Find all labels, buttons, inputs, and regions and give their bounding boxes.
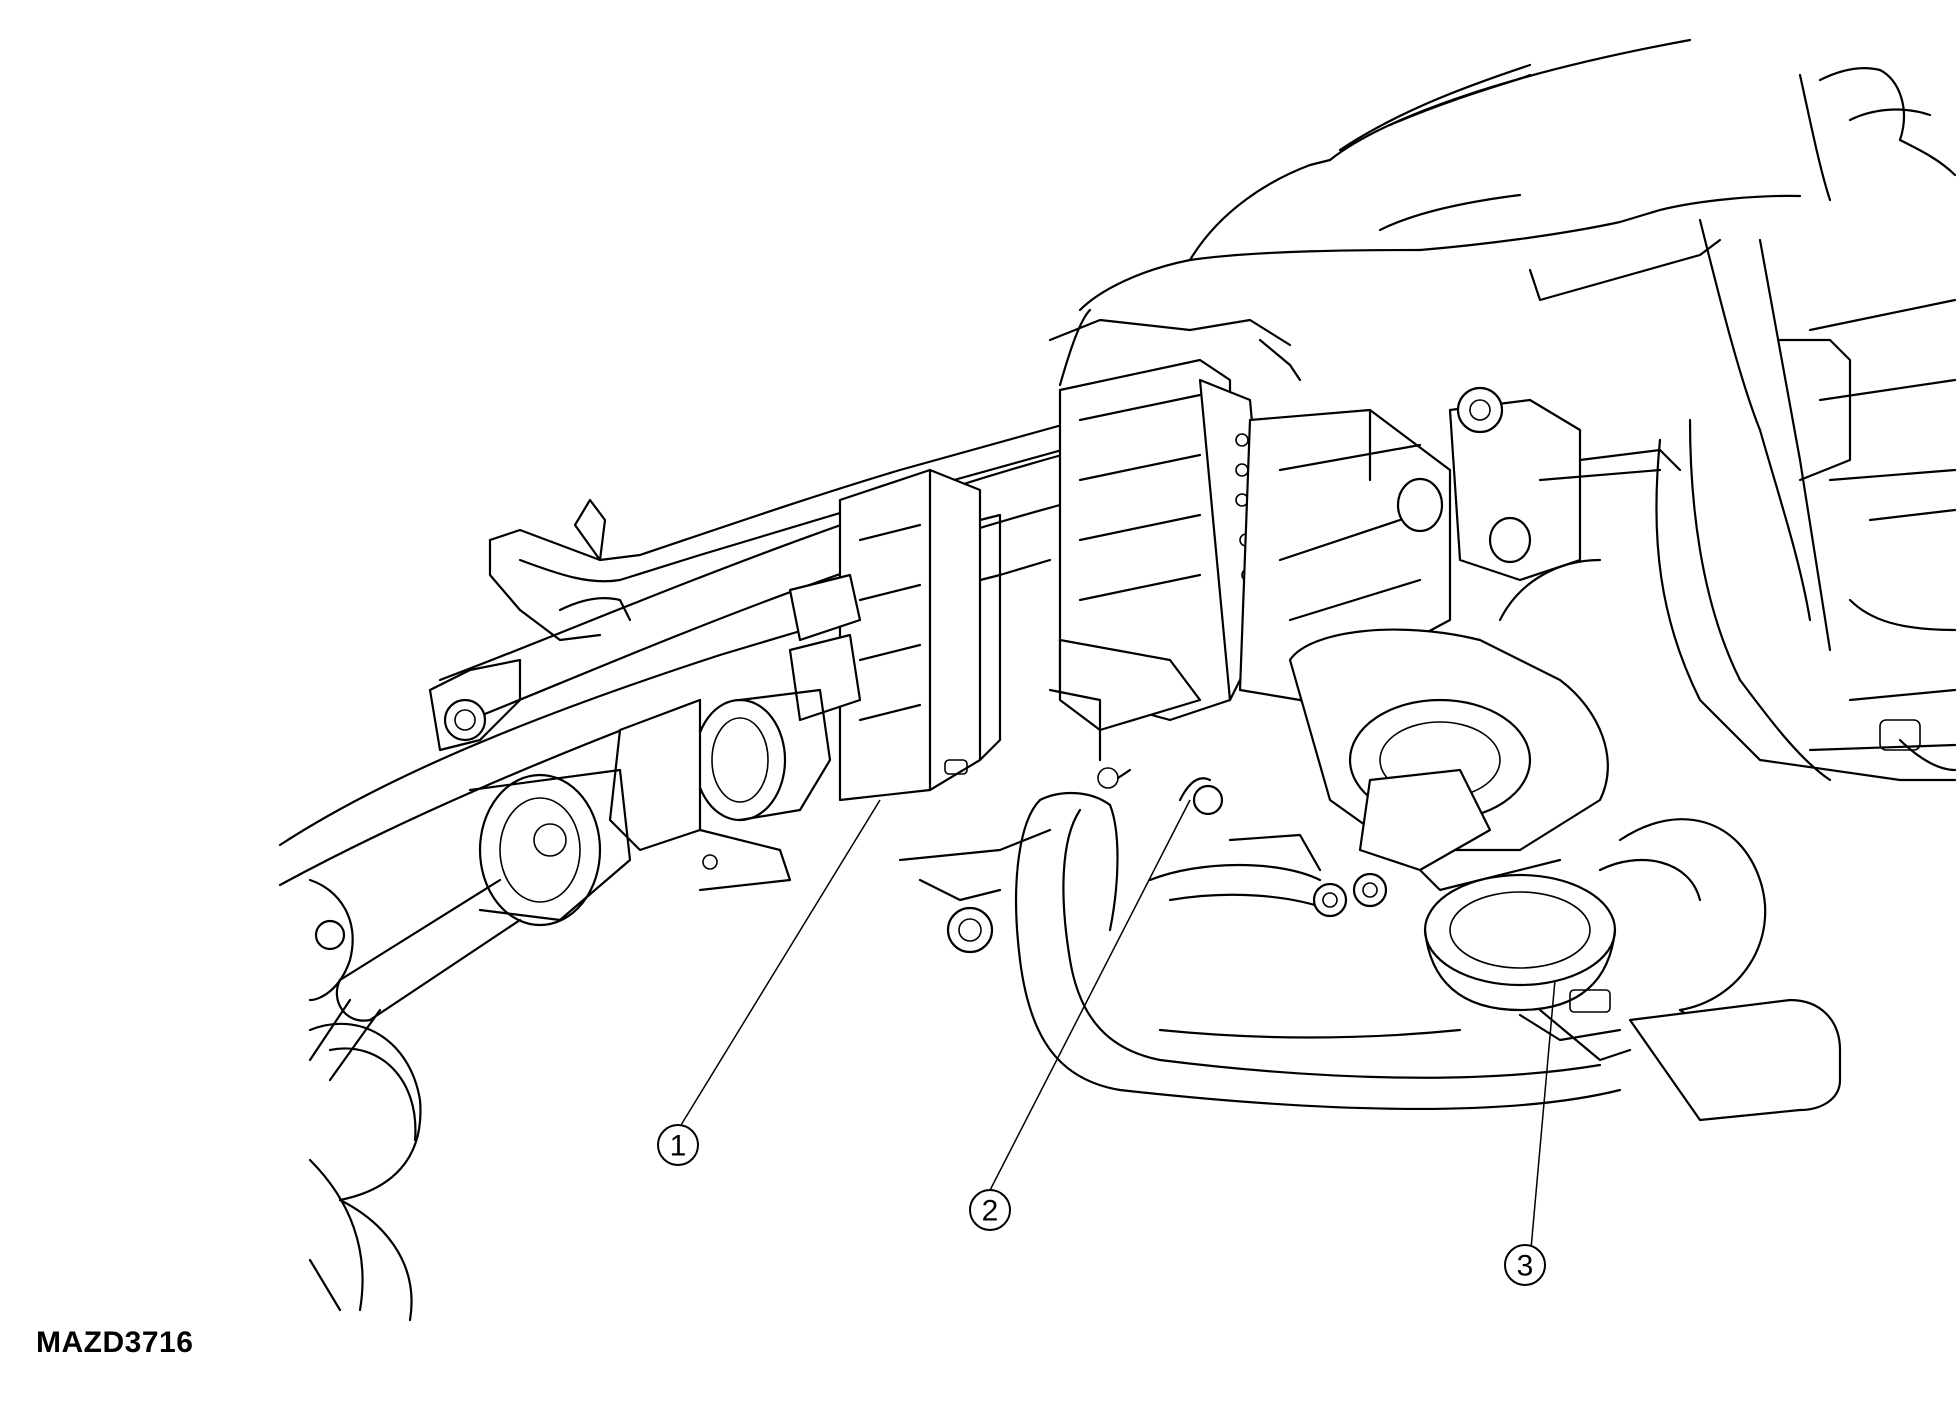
column-tube: [278, 428, 1152, 887]
leader-line-2: [984, 799, 1191, 1201]
lower-shaft: [308, 768, 632, 1322]
leader-line-3: [1529, 979, 1556, 1261]
callout-number-3: 3: [1517, 1250, 1534, 1283]
leader-line-1: [669, 799, 881, 1144]
callout-1: 1: [657, 1124, 699, 1166]
lock-housing: [1288, 558, 1609, 892]
column-bracket: [428, 418, 1082, 752]
callout-2: 2: [969, 1189, 1011, 1231]
component-1: [788, 468, 1002, 802]
dashboard-outline: [1058, 38, 1957, 387]
callout-number-1: 1: [670, 1130, 687, 1163]
lower-frame: [898, 688, 1622, 1111]
combination-switch-housing: [1655, 218, 1957, 782]
center-connector-block: [1048, 318, 1302, 732]
callout-3: 3: [1504, 1244, 1546, 1286]
figure-id-label: MAZD3716: [36, 1326, 194, 1359]
callout-number-2: 2: [982, 1195, 999, 1228]
component-cylinder: [608, 688, 832, 892]
leader-lines: [669, 799, 1556, 1261]
steering-lock-assembly: [1423, 818, 1842, 1122]
upper-right-bracket: [1448, 386, 1682, 582]
